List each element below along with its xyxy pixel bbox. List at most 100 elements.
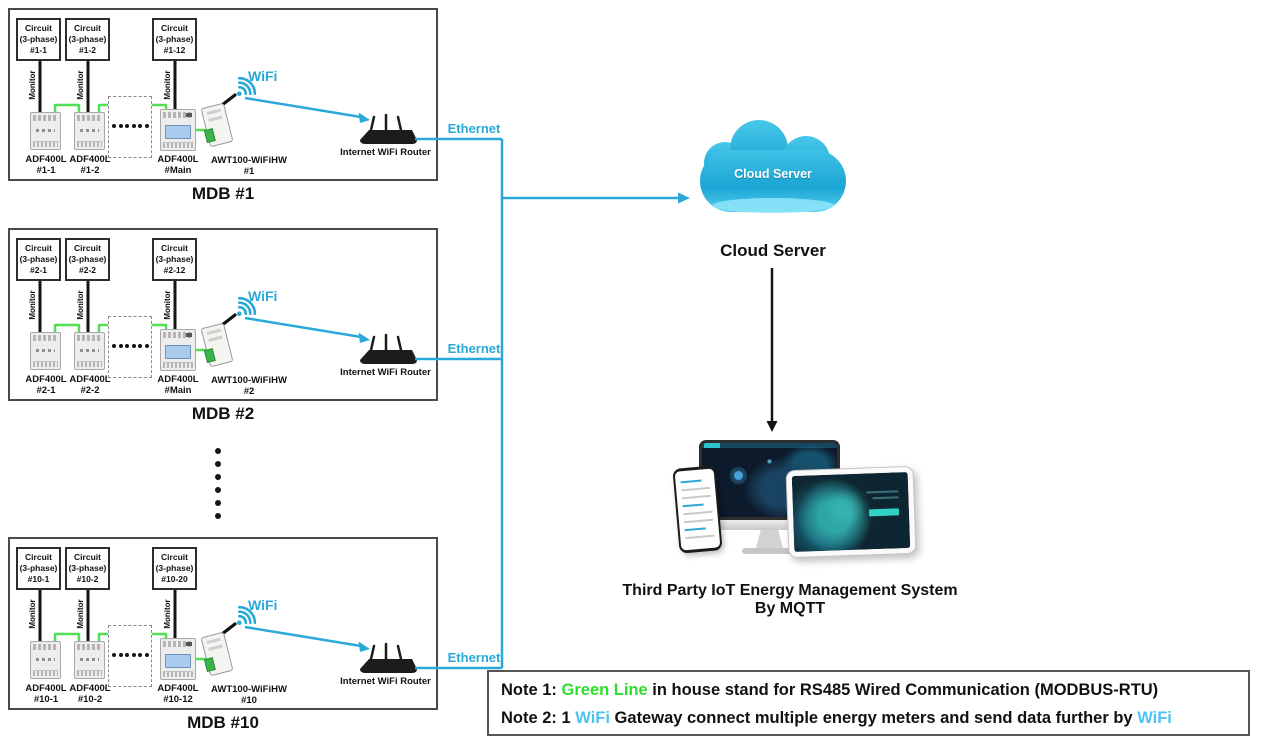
circuit-box: Circuit (3-phase) #10-20 [152,547,197,590]
circuit-box: Circuit (3-phase) #1-12 [152,18,197,61]
circuit-id-label: #2-1 [29,265,47,275]
circuit-id-label: #1-12 [163,45,186,55]
circuit-label: Circuit [74,23,101,33]
meter-lcd-screen [165,345,191,359]
cloud-icon-label: Cloud Server [734,167,812,181]
circuit-box: Circuit (3-phase) #10-1 [16,547,61,590]
gateway-label: AWT100-WiFiHW #10 [211,684,287,706]
energy-meter [74,112,105,150]
energy-meter [30,641,61,679]
circuit-id-label: #10-20 [161,574,188,584]
monitor-base [742,548,797,554]
meter-label: ADF400L #Main [157,374,199,396]
cloud-arrowhead [678,192,690,204]
circuit-id-label: #10-2 [76,574,99,584]
gateway-label: AWT100-WiFiHW #2 [211,375,287,397]
circuit-id-label: #2-2 [78,265,96,275]
circuit-label: Circuit [161,23,188,33]
monitor-stand [756,530,783,548]
router-label: Internet WiFi Router [340,147,431,158]
cloud-caption: Cloud Server [720,241,826,260]
meter-label: ADF400L #Main [157,154,199,176]
energy-meter [30,332,61,370]
circuit-phase-label: (3-phase) [19,34,58,44]
circuit-label: Circuit [74,243,101,253]
monitor-wire-label: Monitor [163,70,172,100]
circuit-box: Circuit (3-phase) #2-12 [152,238,197,281]
energy-meter [74,332,105,370]
iot-title: Third Party IoT Energy Management System [622,582,958,599]
main-energy-meter [160,638,196,680]
circuit-label: Circuit [161,243,188,253]
mdb-enclosure-box [8,8,438,181]
monitor-wire-label: Monitor [76,599,85,629]
circuit-phase-label: (3-phase) [155,254,194,264]
cloud-server-icon: Cloud Server [698,120,848,232]
notes-box: Note 1: Green Line in house stand for RS… [487,670,1250,736]
ellipsis-dots-horizontal [112,653,149,657]
mdb-enclosure-box [8,537,438,710]
monitor-wire-label: Monitor [76,70,85,100]
circuit-label: Circuit [25,23,52,33]
wifi-label: WiFi [248,597,278,613]
circuit-id-label: #1-1 [29,45,47,55]
mdb-caption: MDB #1 [191,184,255,203]
meter-label: ADF400L #10-1 [25,683,67,705]
note-2: Note 2: 1 WiFi Gateway connect multiple … [501,708,1172,727]
mdb-enclosure-box [8,228,438,401]
wifi-label: WiFi [248,288,278,304]
main-energy-meter [160,109,196,151]
circuit-label: Circuit [25,243,52,253]
wifi-label: WiFi [248,68,278,84]
energy-meter [30,112,61,150]
meter-label: ADF400L #10-12 [157,683,199,705]
omitted-meters-placeholder [108,625,152,687]
tablet-dashboard-screen [791,471,911,553]
meter-label: ADF400L #2-2 [69,374,111,396]
meter-label: ADF400L #2-1 [25,374,67,396]
ellipsis-dots-horizontal [112,344,149,348]
monitor-wire-label: Monitor [28,599,37,629]
main-energy-meter [160,329,196,371]
circuit-phase-label: (3-phase) [19,563,58,573]
phone-app-screen [674,468,721,551]
monitor-chin [699,520,840,530]
monitor-wire-label: Monitor [76,290,85,320]
router-label: Internet WiFi Router [340,676,431,687]
mdb-caption: MDB #2 [191,404,255,423]
tablet [785,465,917,559]
router-label: Internet WiFi Router [340,367,431,378]
circuit-id-label: #10-1 [27,574,50,584]
smartphone [672,465,723,554]
iot-subtitle: By MQTT [754,600,826,617]
gateway-terminal [203,348,216,363]
circuit-phase-label: (3-phase) [155,563,194,573]
tablet-accent-button [868,508,900,517]
circuit-label: Circuit [25,552,52,562]
circuit-box: Circuit (3-phase) #2-2 [65,238,110,281]
circuit-phase-label: (3-phase) [155,34,194,44]
ethernet-label: Ethernet [447,121,501,136]
circuit-box: Circuit (3-phase) #1-1 [16,18,61,61]
circuit-box: Circuit (3-phase) #10-2 [65,547,110,590]
mdb-panel: Circuit (3-phase) #10-1 Circuit (3-phase… [8,537,518,741]
mdb-panel: Circuit (3-phase) #2-1 Circuit (3-phase)… [8,228,518,434]
meter-label: ADF400L #1-1 [25,154,67,176]
mdb-caption: MDB #10 [187,713,259,732]
monitor-wire-label: Monitor [163,290,172,320]
circuit-box: Circuit (3-phase) #2-1 [16,238,61,281]
circuit-id-label: #1-2 [78,45,96,55]
meter-label: ADF400L #10-2 [69,683,111,705]
mdb-panel: Circuit (3-phase) #1-1 Circuit (3-phase)… [8,8,518,214]
ellipsis-dots-horizontal [112,124,149,128]
monitor-wire-label: Monitor [163,599,172,629]
iot-arrowhead [766,421,778,432]
circuit-box: Circuit (3-phase) #1-2 [65,18,110,61]
gateway-terminal [203,128,216,143]
ethernet-label: Ethernet [447,341,501,356]
circuit-phase-label: (3-phase) [68,34,107,44]
circuit-phase-label: (3-phase) [19,254,58,264]
meter-lcd-screen [165,654,191,668]
gateway-terminal [203,657,216,672]
